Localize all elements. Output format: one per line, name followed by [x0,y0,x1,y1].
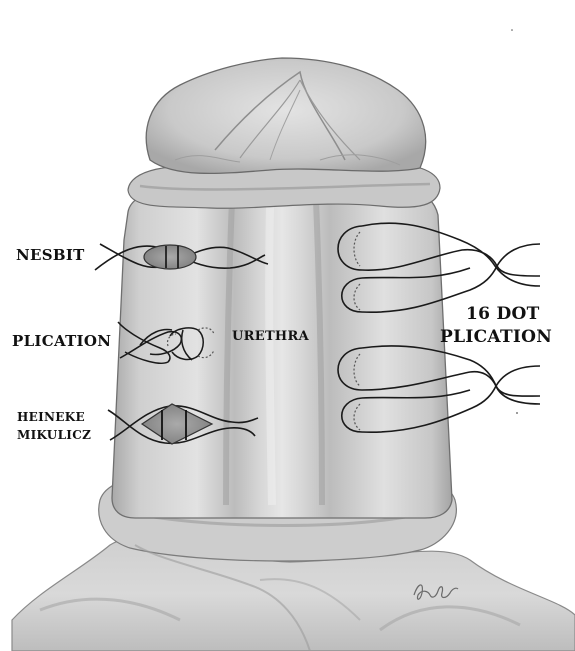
label-urethra: URETHRA [232,329,309,344]
label-16-dot: 16 DOT [466,302,540,326]
label-16-dot-plication: PLICATION [440,327,552,347]
label-heineke-line2: MIKULICZ [17,426,91,444]
label-heineke-line1: HEINEKE [17,408,91,426]
label-heineke-mikulicz: HEINEKE MIKULICZ [17,408,91,444]
artist-signature [410,575,460,605]
label-plication: PLICATION [12,332,111,350]
label-nesbit: NESBIT [16,246,85,264]
